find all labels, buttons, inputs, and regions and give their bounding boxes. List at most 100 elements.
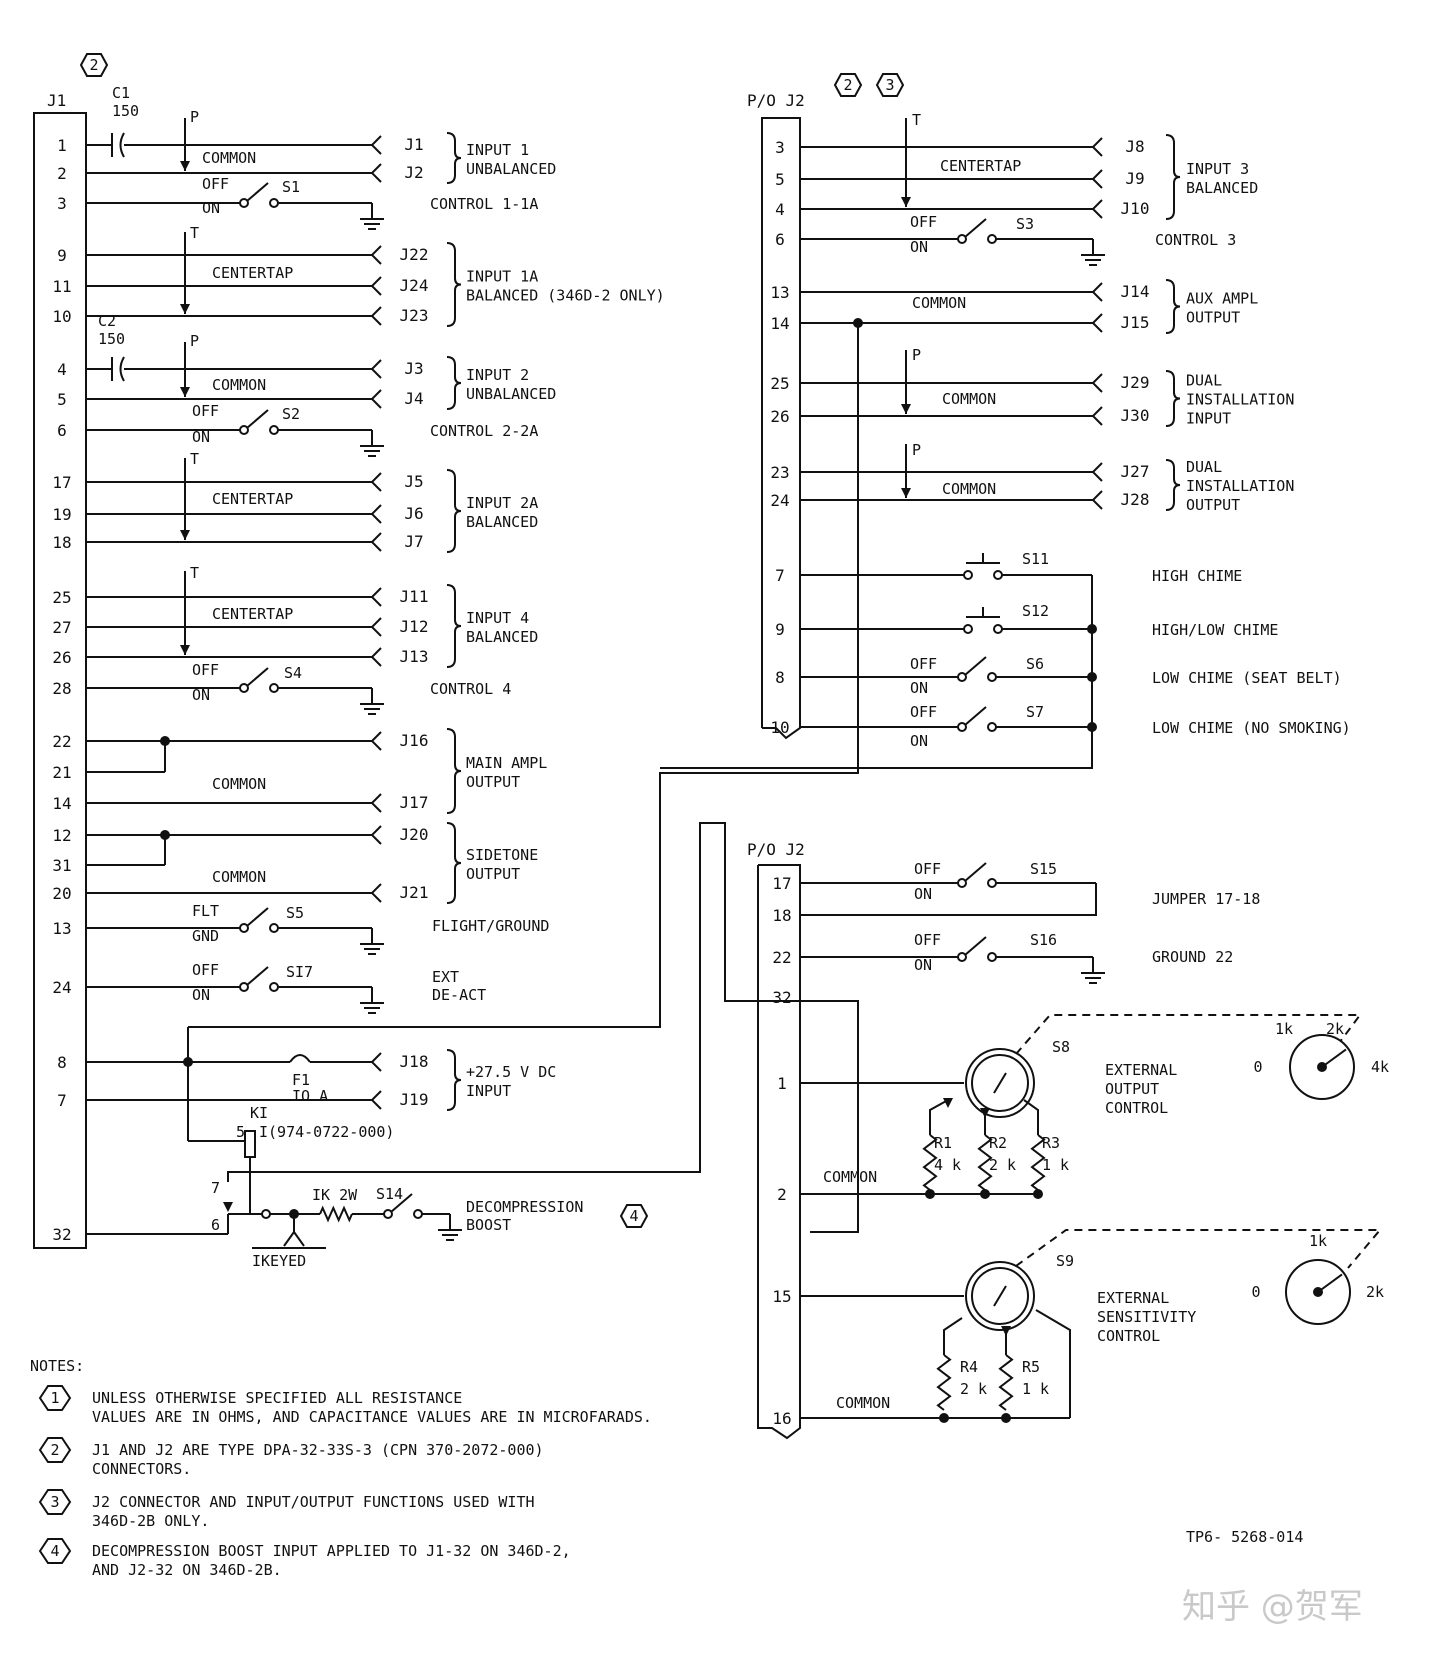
dial-label: 2k <box>1326 1020 1344 1038</box>
note-text: J2 CONNECTOR AND INPUT/OUTPUT FUNCTIONS … <box>92 1493 535 1511</box>
decompression-label: DECOMPRESSION <box>466 1198 583 1216</box>
junction-dot <box>160 830 170 840</box>
arrow-head <box>180 645 190 655</box>
callout-hexagon <box>619 1204 649 1228</box>
j2-pin-number: 6 <box>775 230 785 249</box>
figure-id: TP6- 5268-014 <box>1186 1528 1303 1546</box>
jack-symbol <box>370 472 382 492</box>
relay-label: KI <box>250 1104 268 1122</box>
arrow-head <box>980 1108 990 1118</box>
resistor-label: R2 <box>989 1134 1007 1152</box>
group-label: INPUT 2 <box>466 366 529 384</box>
jack-label: J8 <box>1125 137 1144 156</box>
potentiometer-wiper <box>993 1072 1007 1094</box>
jack-symbol <box>370 731 382 751</box>
switch-s15-label: S15 <box>1030 860 1057 878</box>
j2-pin-number: 14 <box>770 314 789 333</box>
jack-symbol <box>370 793 382 813</box>
j1-pin-number: 19 <box>52 505 71 524</box>
switch-contact <box>269 198 279 208</box>
wire-label-common: COMMON <box>912 294 966 312</box>
switch-contact <box>963 570 973 580</box>
switch-contact <box>957 672 967 682</box>
group-label: MAIN AMPL <box>466 754 547 772</box>
control-label: LOW CHIME (NO SMOKING) <box>1152 719 1351 737</box>
resistor-symbol <box>1030 1134 1046 1191</box>
group-label: INPUT <box>466 1082 511 1100</box>
switch-blade <box>964 218 987 238</box>
group-label: OUTPUT <box>1186 309 1240 327</box>
note-text: UNLESS OTHERWISE SPECIFIED ALL RESISTANC… <box>92 1389 462 1407</box>
arrow-head <box>180 530 190 540</box>
switch-contact <box>239 683 249 693</box>
wire-label-common: COMMON <box>823 1168 877 1186</box>
jack-symbol <box>1091 490 1103 510</box>
j1-pin-number: 13 <box>52 919 71 938</box>
switch-blade <box>246 182 269 202</box>
j1-pin-number: 27 <box>52 618 71 637</box>
j1-pin-number: 14 <box>52 794 71 813</box>
jack-symbol <box>370 617 382 637</box>
keyed-label: IKEYED <box>252 1252 306 1270</box>
note-text: VALUES ARE IN OHMS, AND CAPACITANCE VALU… <box>92 1408 652 1426</box>
j1-pin-number: 32 <box>52 1225 71 1244</box>
fuse-rating: IO A <box>292 1087 328 1105</box>
switch-s6-label: S6 <box>1026 655 1044 673</box>
wire-label-common: COMMON <box>942 390 996 408</box>
wire <box>227 822 859 1233</box>
group-label: INSTALLATION <box>1186 477 1294 495</box>
note-callout-hexagon <box>38 1437 72 1463</box>
jack-symbol <box>370 359 382 379</box>
switch-contact <box>413 1209 423 1219</box>
switch-on-label: ON <box>910 679 928 697</box>
note-callout-hexagon <box>38 1489 72 1515</box>
switch-contact <box>993 570 1003 580</box>
jack-symbol <box>1091 313 1103 333</box>
switch-blade <box>246 409 269 429</box>
group-label: BALANCED <box>466 513 538 531</box>
jack-label: J23 <box>400 306 429 325</box>
jack-label: J28 <box>1121 490 1150 509</box>
c1-label: C1 <box>112 84 130 102</box>
switch-off-label: OFF <box>914 931 941 949</box>
jack-label: J2 <box>404 163 423 182</box>
junction-dot <box>1033 1189 1043 1199</box>
group-label: BALANCED <box>466 628 538 646</box>
switch-s14-label: S14 <box>376 1185 403 1203</box>
group-label: INPUT 1 <box>466 141 529 159</box>
jack-label: J27 <box>1121 462 1150 481</box>
junction-dot <box>1087 672 1097 682</box>
control-label: HIGH/LOW CHIME <box>1152 621 1278 639</box>
relay-pin: 5 <box>236 1123 245 1141</box>
note-number: 3 <box>50 1493 59 1511</box>
note-text: 346D-2B ONLY. <box>92 1512 209 1530</box>
switch-flt-label: FLT <box>192 902 219 920</box>
connector-j1-label: J1 <box>47 91 66 110</box>
j1-pin-number: 9 <box>57 246 67 265</box>
callout-number: 2 <box>89 56 98 74</box>
jack-label: J4 <box>404 389 423 408</box>
resistor-symbol <box>977 1134 993 1191</box>
jack-label: J22 <box>400 245 429 264</box>
wire-label-centertap: CENTERTAP <box>212 605 293 623</box>
dial-label: 0 <box>1251 1283 1260 1301</box>
external-output-label: OUTPUT <box>1105 1080 1159 1098</box>
switch-s4-label: S4 <box>284 664 302 682</box>
group-brace <box>1165 279 1181 334</box>
wire <box>1035 1309 1071 1418</box>
j1-pin-number: 1 <box>57 136 67 155</box>
note-text: AND J2-32 ON 346D-2B. <box>92 1561 282 1579</box>
control-label: EXT <box>432 968 459 986</box>
j1-pin-number: 22 <box>52 732 71 751</box>
external-sensitivity-label: EXTERNAL <box>1097 1289 1169 1307</box>
switch-s12-label: S12 <box>1022 602 1049 620</box>
j2-pin-number: 23 <box>770 463 789 482</box>
wire-label-common: COMMON <box>212 775 266 793</box>
group-label: INPUT 2A <box>466 494 538 512</box>
jack-label: J17 <box>400 793 429 812</box>
group-label: INPUT <box>1186 410 1231 428</box>
relay-pin: 7 <box>211 1179 220 1197</box>
group-brace <box>446 242 462 327</box>
j2-pin-number: 10 <box>770 718 789 737</box>
switch-on-label: ON <box>910 238 928 256</box>
